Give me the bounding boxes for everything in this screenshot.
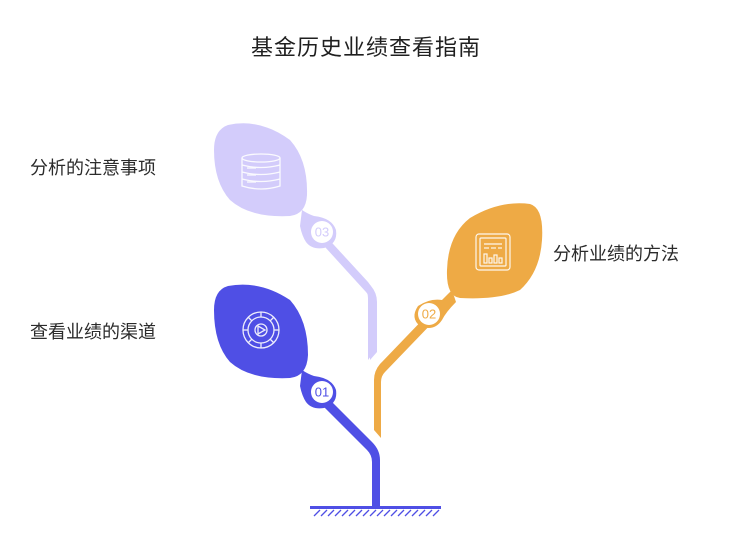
report-chart-icon (475, 233, 511, 271)
database-icon (241, 153, 281, 190)
step-2-number: 02 (422, 307, 436, 322)
step-1-leaf: 01 (214, 284, 337, 409)
compass-dial-icon (242, 311, 280, 349)
step-2-leaf: 02 (414, 203, 543, 328)
step-3-label: 分析的注意事项 (30, 158, 156, 179)
ground-line (310, 506, 441, 517)
step-1-label: 查看业绩的渠道 (30, 322, 156, 343)
step-3-leaf: 03 (214, 123, 337, 249)
step-2-branch (374, 312, 435, 438)
step-1-number: 01 (315, 385, 329, 400)
step-3-number: 03 (315, 225, 329, 240)
step-2-label: 分析业绩的方法 (553, 244, 679, 265)
page-title: 基金历史业绩查看指南 (250, 36, 481, 61)
step-3-branch (315, 230, 377, 360)
